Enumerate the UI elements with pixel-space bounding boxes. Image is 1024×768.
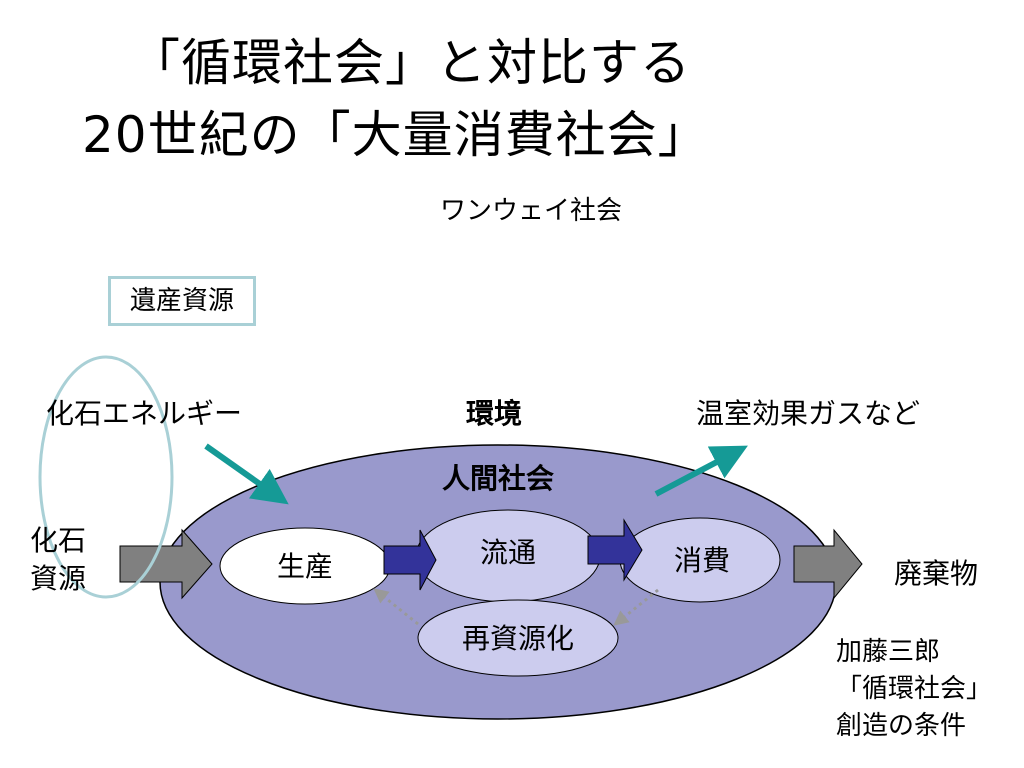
recycling-to-production-arrow — [373, 588, 419, 626]
fossil-resources-label: 化石 資源 — [30, 522, 100, 598]
title-line-2: 20世紀の「大量消費社会」 — [82, 106, 709, 164]
fossil-resources-line-2: 資源 — [30, 562, 87, 595]
greenhouse-gases-label: 温室効果ガスなど — [696, 397, 921, 430]
distribution-label: 流通 — [480, 536, 536, 569]
credit-line-2: 「循環社会」 — [836, 674, 993, 704]
waste-label: 廃棄物 — [894, 557, 979, 590]
legacy-resources-box: 遺産資源 — [108, 276, 256, 326]
outflow-arrow — [793, 528, 863, 600]
subtitle: ワンウェイ社会 — [440, 196, 623, 226]
distribution-to-consumption-arrow — [587, 518, 643, 582]
consumption-to-recycling-arrow — [613, 588, 659, 626]
production-to-distribution-arrow — [383, 529, 437, 591]
inflow-arrow — [119, 528, 213, 600]
emission-output-arrow — [654, 445, 748, 497]
energy-input-arrow — [204, 443, 289, 505]
consumption-label: 消費 — [674, 544, 730, 577]
fossil-energy-label: 化石エネルギー — [46, 397, 243, 430]
title-line-1: 「循環社会」と対比する — [130, 34, 691, 92]
human-society-label: 人間社会 — [442, 462, 554, 495]
environment-label: 環境 — [466, 397, 523, 430]
recycling-node — [417, 599, 619, 677]
fossil-resources-line-1: 化石 — [30, 524, 87, 557]
production-label: 生産 — [277, 550, 333, 583]
fossil-legacy-ellipse — [38, 355, 174, 599]
credit-line-1: 加藤三郎 — [836, 637, 941, 667]
credit-line-3: 創造の条件 — [836, 711, 967, 741]
recycling-label: 再資源化 — [462, 622, 574, 655]
credit: 加藤三郎 「循環社会」 創造の条件 — [836, 634, 1024, 745]
